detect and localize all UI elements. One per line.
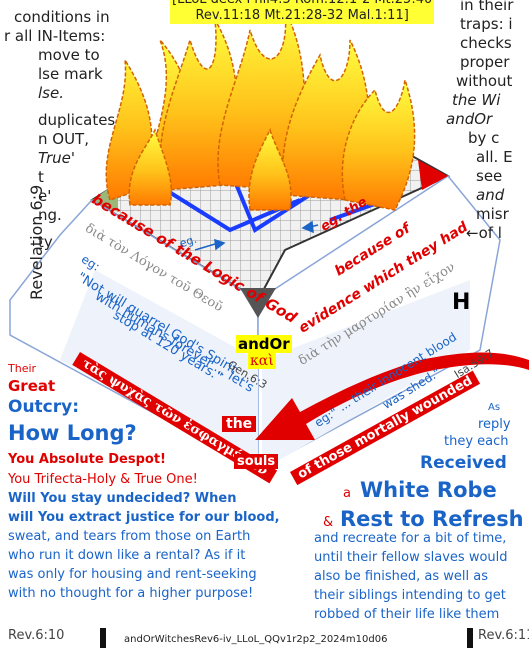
each-label: they each bbox=[444, 434, 509, 449]
top-reference-line-1: [LLoL deex Phil4:5 Rom.12:1-2 Mt.25:40 bbox=[172, 0, 432, 8]
tr-line: all. E bbox=[476, 148, 513, 167]
rest-refresh-label: Rest to Refresh bbox=[340, 507, 524, 531]
tl-line: duplicates bbox=[0, 111, 115, 130]
tl-line: move to bbox=[0, 46, 115, 65]
footer-right-ref: Rev.6:11 bbox=[478, 628, 529, 643]
their-label: Their bbox=[8, 362, 36, 375]
as-label: As bbox=[488, 402, 500, 413]
souls-label: souls bbox=[234, 454, 278, 469]
outcry-label: Outcry: bbox=[8, 397, 79, 417]
trifecta-label: You Trifecta-Holy & True One! bbox=[8, 472, 198, 487]
tl-line: n OUT, bbox=[0, 130, 115, 149]
tr-line: traps: i bbox=[460, 15, 513, 34]
footer-filename: andOrWitchesRev6-iv_LLoL_QQv1r2p2_2024m1… bbox=[124, 634, 387, 645]
siblings-line: their siblings intending to get bbox=[314, 588, 506, 603]
tl-line: r all IN-Items: bbox=[0, 27, 115, 46]
sweat-line: sweat, and tears from those on Earth bbox=[8, 529, 250, 544]
tr-line: proper bbox=[460, 53, 513, 72]
great-label: Great bbox=[8, 377, 55, 395]
tl-line: lse. bbox=[0, 84, 115, 103]
tr-line: in their bbox=[460, 0, 513, 15]
tr-line: misr bbox=[476, 205, 513, 224]
top-right-text: in their traps: i checks proper without … bbox=[460, 0, 513, 243]
a-label: a bbox=[343, 486, 351, 501]
tr-line: without bbox=[456, 72, 513, 91]
reply-label: reply bbox=[478, 417, 511, 432]
amp-label: & bbox=[323, 515, 333, 530]
tr-line: ←of l bbox=[466, 224, 513, 243]
top-left-text: conditions in r all IN-Items: move to ls… bbox=[0, 8, 115, 252]
footer-bar-left bbox=[100, 628, 106, 648]
received-label: Received bbox=[420, 453, 507, 473]
tl-line: True' bbox=[0, 149, 115, 168]
how-long-label: How Long? bbox=[8, 421, 137, 445]
finished-line: also be finished, as well as bbox=[314, 569, 488, 584]
robbed-line: robbed of their life like them bbox=[314, 607, 499, 622]
top-reference: [LLoL deex Phil4:5 Rom.12:1-2 Mt.25:40 R… bbox=[170, 0, 434, 24]
kai-label: καὶ bbox=[248, 353, 276, 369]
stay-line: Will You stay undecided? When bbox=[8, 491, 236, 506]
tr-line: andOr bbox=[446, 110, 513, 129]
h-marker: H bbox=[452, 290, 470, 315]
tr-line: by c bbox=[468, 129, 513, 148]
top-reference-line-2: Rev.11:18 Mt.21:28-32 Mal.1:11] bbox=[172, 8, 432, 24]
andor-label: andOr bbox=[236, 335, 292, 353]
footer-left-ref: Rev.6:10 bbox=[8, 628, 64, 643]
tr-line: the Wi bbox=[452, 91, 513, 110]
despot-label: You Absolute Despot! bbox=[8, 452, 166, 467]
tr-line: checks bbox=[460, 34, 513, 53]
tr-line: see bbox=[476, 167, 513, 186]
tl-line: lse mark bbox=[0, 65, 115, 84]
rental-line: who run it down like a rental? As if it bbox=[8, 548, 245, 563]
tl-line: conditions in bbox=[0, 8, 115, 27]
tr-line: and bbox=[476, 186, 513, 205]
recreate-line: and recreate for a bit of time, bbox=[314, 531, 506, 546]
higher-line: with no thought for a higher purpose! bbox=[8, 586, 253, 601]
footer-bar-right bbox=[467, 628, 473, 648]
tl-line: t bbox=[0, 168, 115, 187]
the-label: the bbox=[222, 416, 256, 432]
until-line: until their fellow slaves would bbox=[314, 550, 508, 565]
revelation-label: Revelation 6:9 bbox=[27, 185, 46, 300]
extract-line: will You extract justice for our blood, bbox=[8, 510, 280, 525]
housing-line: was only for housing and rent-seeking bbox=[8, 567, 257, 582]
white-robe-label: White Robe bbox=[360, 478, 497, 502]
flames bbox=[106, 10, 414, 210]
